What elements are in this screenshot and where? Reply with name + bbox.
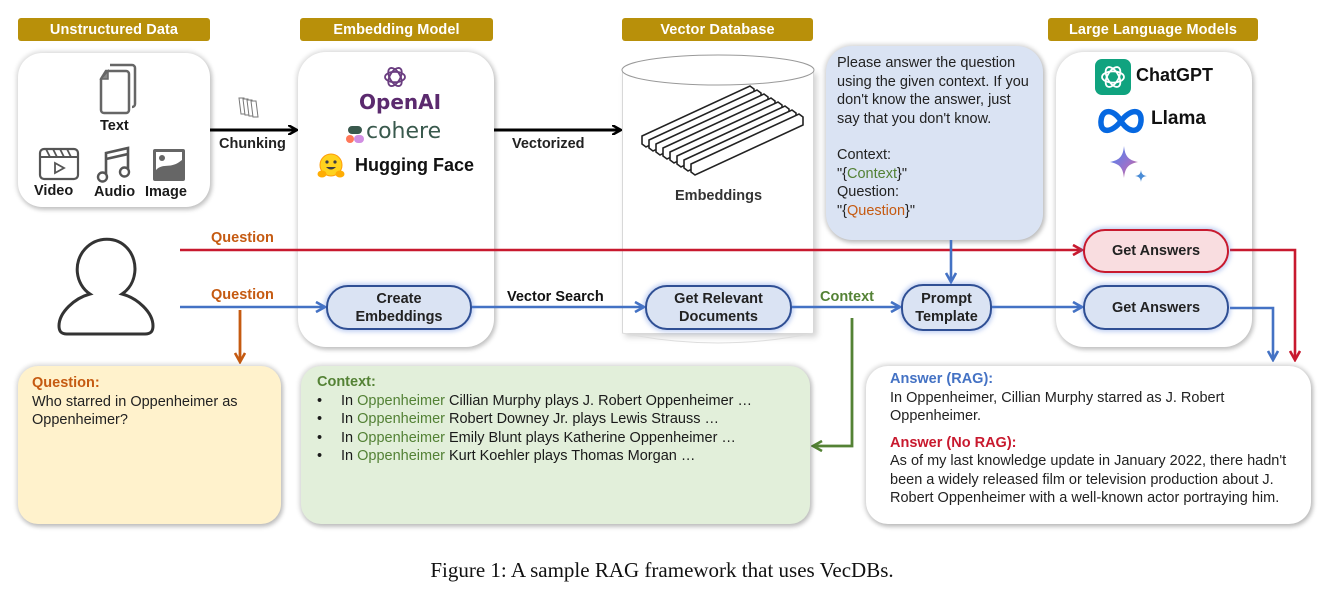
figure-caption: Figure 1: A sample RAG framework that us… [430, 558, 894, 582]
video-label: Video [34, 183, 74, 199]
create-embeddings-label: Create Embeddings [355, 290, 443, 325]
hugging-face-emoji-icon [317, 153, 345, 178]
prompt-context-var: "{Context}" [837, 165, 1035, 184]
prompt-question-label: Question: [837, 184, 900, 200]
context-flow-label: Context [820, 289, 874, 305]
embeddings-vectors-icon [641, 85, 804, 176]
audio-label: Audio [94, 184, 136, 200]
header-vector-database: Vector Database [622, 18, 813, 41]
question-box: Question: Who starred in Oppenheimer as … [18, 366, 281, 524]
text-label: Text [100, 118, 129, 134]
question-box-text: Who starred in Oppenheimer as Oppenheime… [32, 393, 238, 429]
prompt-template-box: Please answer the question using the giv… [826, 46, 1043, 240]
get-relevant-documents-label: Get Relevant Documents [674, 290, 763, 325]
gemini-sparkle-icon [1110, 146, 1147, 182]
context-item-prefix: In [341, 448, 358, 464]
music-note-icon [96, 146, 131, 183]
answer-norag-title: Answer (No RAG): [890, 434, 1017, 451]
answer-norag-text: As of my last knowledge update in Januar… [890, 453, 1287, 506]
answer-box: Answer (RAG): In Oppenheimer, Cillian Mu… [866, 366, 1311, 524]
context-item-movie: Oppenheimer [357, 411, 445, 427]
meta-infinity-logo-icon [1098, 108, 1144, 134]
openai-logo-icon [384, 67, 406, 87]
openai-label: OpenAI [359, 90, 442, 114]
documents-icon [99, 63, 137, 115]
chunks-icon [238, 97, 259, 118]
create-embeddings-node[interactable]: Create Embeddings [326, 285, 472, 330]
get-answers-norag-node[interactable]: Get Answers [1083, 229, 1229, 273]
context-item: In Oppenheimer Robert Downey Jr. plays L… [317, 410, 794, 429]
cylinder-outline [621, 54, 815, 344]
get-answers-norag-label: Get Answers [1111, 243, 1201, 259]
chatgpt-label: ChatGPT [1136, 65, 1214, 85]
quote-open: "{ [837, 165, 847, 182]
user-icon [57, 237, 155, 336]
context-box-title: Context: [317, 374, 376, 390]
header-embedding-model: Embedding Model [300, 18, 493, 41]
context-item: In Oppenheimer Emily Blunt plays Katheri… [317, 429, 794, 448]
prompt-question-var: "{Question}" [837, 202, 1035, 221]
question-box-title: Question: [32, 375, 100, 391]
vectorized-label: Vectorized [512, 136, 585, 152]
cohere-logo-icon [346, 126, 364, 143]
quote-open: "{ [837, 202, 847, 219]
quote-close: }" [905, 202, 916, 219]
context-item-movie: Oppenheimer [357, 429, 445, 446]
context-item-prefix: In [341, 411, 358, 427]
context-item-text: Kurt Koehler plays Thomas Morgan … [444, 448, 696, 464]
hugging-face-label: Hugging Face [355, 155, 475, 175]
context-item-text: Emily Blunt plays Katherine Oppenheimer … [444, 429, 736, 446]
prompt-template-node[interactable]: Prompt Template [901, 284, 992, 331]
chatgpt-logo-icon [1095, 59, 1131, 95]
get-answers-rag-node[interactable]: Get Answers [1083, 285, 1229, 330]
quote-close: }" [896, 165, 907, 182]
context-variable: Context [847, 165, 897, 182]
answer-rag-title: Answer (RAG): [890, 371, 994, 387]
prompt-instruction: Please answer the question using the giv… [837, 55, 1029, 127]
image-icon [153, 149, 185, 181]
header-unstructured-data: Unstructured Data [18, 18, 210, 41]
context-item-prefix: In [341, 392, 358, 409]
vector-search-label: Vector Search [507, 289, 604, 305]
question-label-norag: Question [211, 230, 274, 246]
context-box: Context: In Oppenheimer Cillian Murphy p… [301, 366, 810, 524]
context-item-movie: Oppenheimer [357, 392, 445, 409]
context-down-arrow [813, 318, 854, 446]
get-relevant-documents-node[interactable]: Get Relevant Documents [645, 285, 792, 330]
context-item-prefix: In [341, 429, 358, 446]
prompt-context-label: Context: [837, 147, 891, 163]
context-item-movie: Oppenheimer [357, 448, 445, 464]
answer-rag-text: In Oppenheimer, Cillian Murphy starred a… [890, 389, 1225, 425]
video-clapper-icon [38, 147, 80, 181]
chunking-label: Chunking [219, 136, 286, 152]
context-list: In Oppenheimer Cillian Murphy plays J. R… [317, 392, 794, 466]
get-answers-rag-label: Get Answers [1111, 299, 1201, 316]
context-item: In Oppenheimer Kurt Koehler plays Thomas… [317, 447, 794, 466]
unstructured-data-panel: Text Video Audio Image [18, 53, 210, 207]
context-item-text: Robert Downey Jr. plays Lewis Strauss … [444, 411, 719, 427]
question-label-rag: Question [211, 287, 274, 303]
llama-label: Llama [1151, 108, 1206, 129]
context-item-text: Cillian Murphy plays J. Robert Oppenheim… [444, 392, 753, 409]
header-large-language-models: Large Language Models [1048, 18, 1258, 41]
image-label: Image [145, 184, 187, 200]
context-item: In Oppenheimer Cillian Murphy plays J. R… [317, 392, 794, 411]
question-variable: Question [847, 202, 906, 219]
embeddings-label: Embeddings [675, 188, 763, 204]
prompt-template-label: Prompt Template [915, 290, 978, 325]
cohere-label: cohere [366, 119, 442, 144]
